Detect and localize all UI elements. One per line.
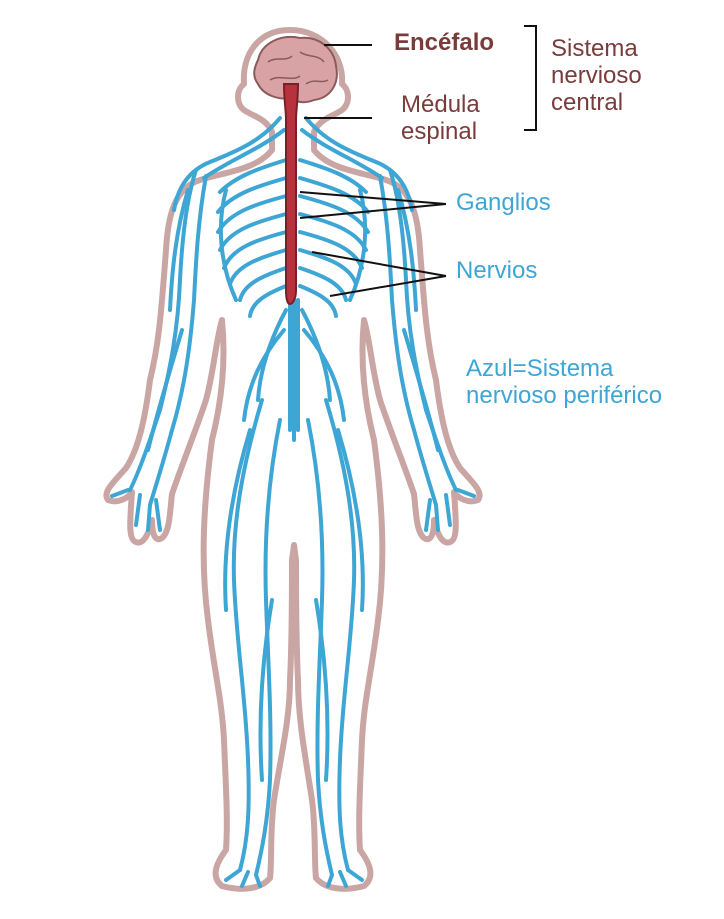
legend-line-1: Azul=Sistema bbox=[466, 355, 614, 382]
peripheral-nerves bbox=[110, 116, 476, 888]
ganglios-pointer-line-1 bbox=[299, 191, 447, 205]
brain-folds bbox=[267, 51, 329, 85]
ganglios-pointer-line-2 bbox=[299, 203, 447, 219]
legend-line-2: nervioso periférico bbox=[466, 381, 663, 409]
brain bbox=[253, 36, 338, 104]
central-bracket bbox=[524, 25, 537, 131]
nervios-pointer-line-2 bbox=[329, 275, 447, 297]
label-encefalo: Encéfalo bbox=[394, 29, 495, 56]
label-ganglios: Ganglios bbox=[456, 189, 551, 216]
label-snc-line-3: central bbox=[551, 88, 624, 116]
body-outline bbox=[103, 27, 483, 892]
label-snc-line-1: Sistema bbox=[551, 35, 638, 62]
label-nervios: Nervios bbox=[456, 257, 538, 284]
nervios-pointer-line-1 bbox=[311, 251, 447, 277]
label-medula-line-1: Médula bbox=[401, 91, 480, 118]
label-sistema-nervioso-central: Sistema nervioso central bbox=[551, 35, 642, 117]
spinal-cord bbox=[282, 83, 300, 306]
label-medula-line-2: espinal bbox=[401, 117, 478, 145]
pointer-lines bbox=[299, 25, 537, 297]
label-snc-line-2: nervioso bbox=[551, 61, 642, 89]
legend-peripheral-system: Azul=Sistema nervioso periférico bbox=[466, 355, 663, 410]
label-medula-espinal: Médula espinal bbox=[401, 91, 480, 146]
